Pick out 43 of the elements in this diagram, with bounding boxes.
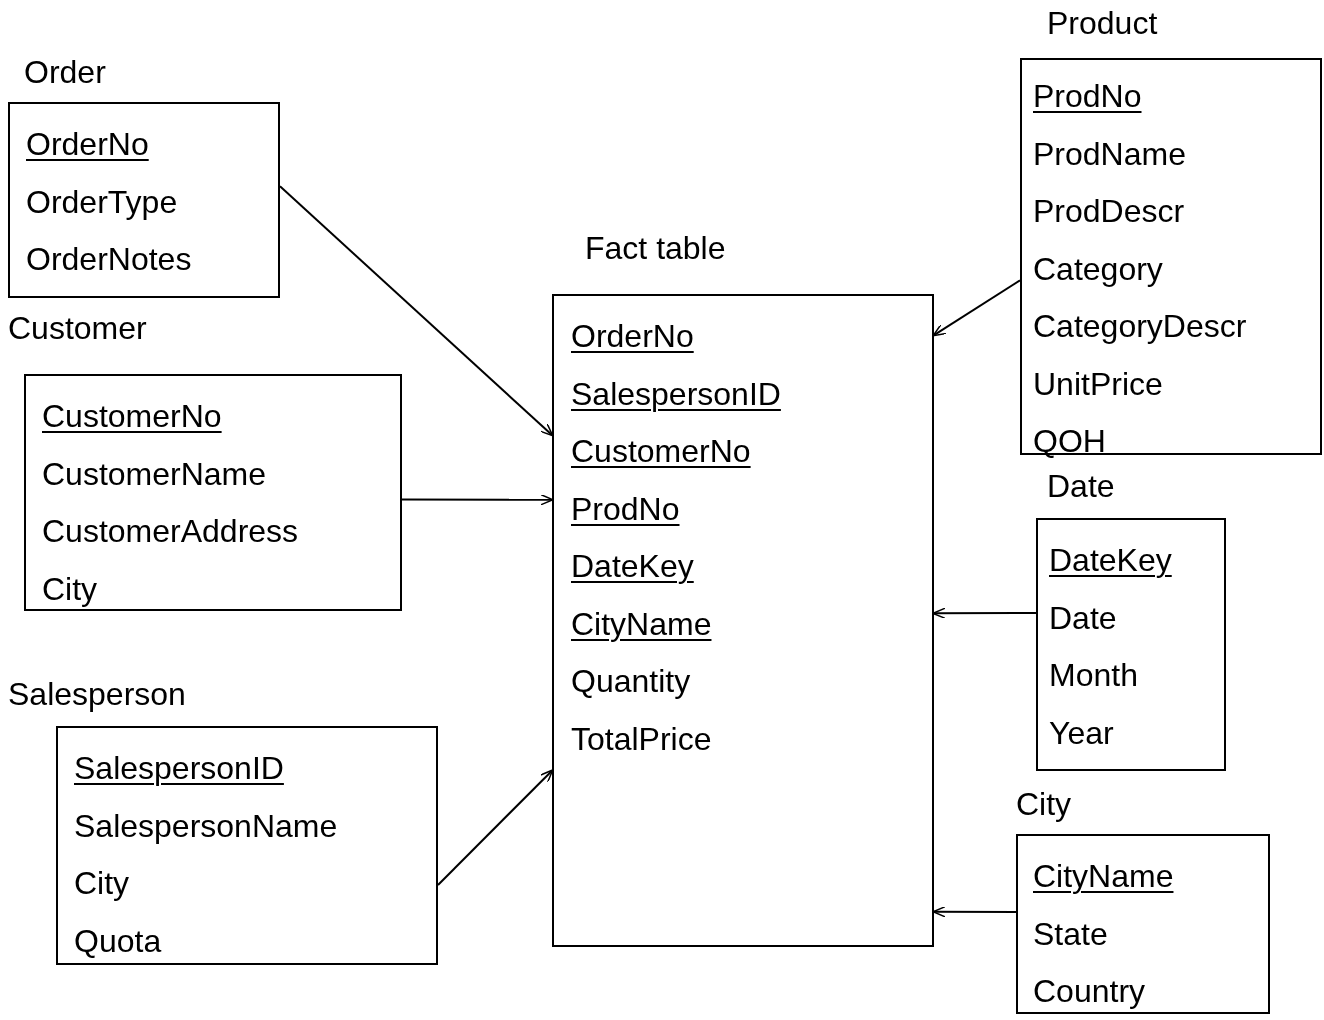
table-title: City	[1016, 785, 1072, 824]
arrow	[437, 769, 554, 886]
table-title: Product	[1047, 4, 1158, 43]
key-field: SalespersonID	[571, 365, 781, 423]
field-name: Date	[1049, 598, 1117, 638]
field-name: CustomerAddress	[42, 512, 299, 551]
table-title: Order	[24, 53, 106, 92]
key-field: SalespersonID	[74, 740, 284, 798]
key-field: CityName	[571, 595, 712, 653]
field-name: State	[1033, 914, 1108, 954]
arrow	[401, 493, 554, 506]
field-name: City	[42, 569, 98, 609]
field-name: TotalPrice	[571, 719, 712, 759]
field-name: OrderType	[26, 182, 178, 222]
field-name: Category	[1033, 249, 1163, 289]
field-name: Month	[1049, 656, 1138, 695]
table-title: Fact table	[585, 229, 726, 268]
key-field: ProdNo	[1033, 68, 1142, 126]
field-name: City	[74, 864, 130, 903]
field-name: Year	[1049, 713, 1114, 753]
field-name: Country	[1033, 972, 1146, 1011]
field-name: CustomerName	[42, 454, 267, 494]
table-title: Salesperson	[8, 675, 186, 714]
field-name: OrderNotes	[26, 240, 192, 279]
field-name: Quota	[74, 921, 162, 961]
field-name: UnitPrice	[1033, 364, 1163, 404]
table-title: Customer	[8, 309, 147, 348]
key-field: CustomerNo	[571, 423, 751, 481]
field-name: CategoryDescr	[1033, 307, 1247, 346]
table-title: Date	[1047, 467, 1115, 506]
field-name: SalespersonName	[74, 806, 338, 846]
field-name: QOH	[1033, 422, 1106, 461]
field-name: Quantity	[571, 662, 691, 701]
key-field: OrderNo	[26, 116, 149, 174]
key-field: DateKey	[571, 538, 694, 596]
field-name: ProdName	[1033, 134, 1186, 174]
key-field: DateKey	[1049, 532, 1172, 590]
key-field: OrderNo	[571, 308, 694, 366]
key-field: ProdNo	[571, 480, 680, 538]
field-name: ProdDescr	[1033, 192, 1185, 231]
arrow	[279, 185, 554, 437]
key-field: CustomerNo	[42, 388, 222, 446]
key-field: CityName	[1033, 848, 1174, 906]
